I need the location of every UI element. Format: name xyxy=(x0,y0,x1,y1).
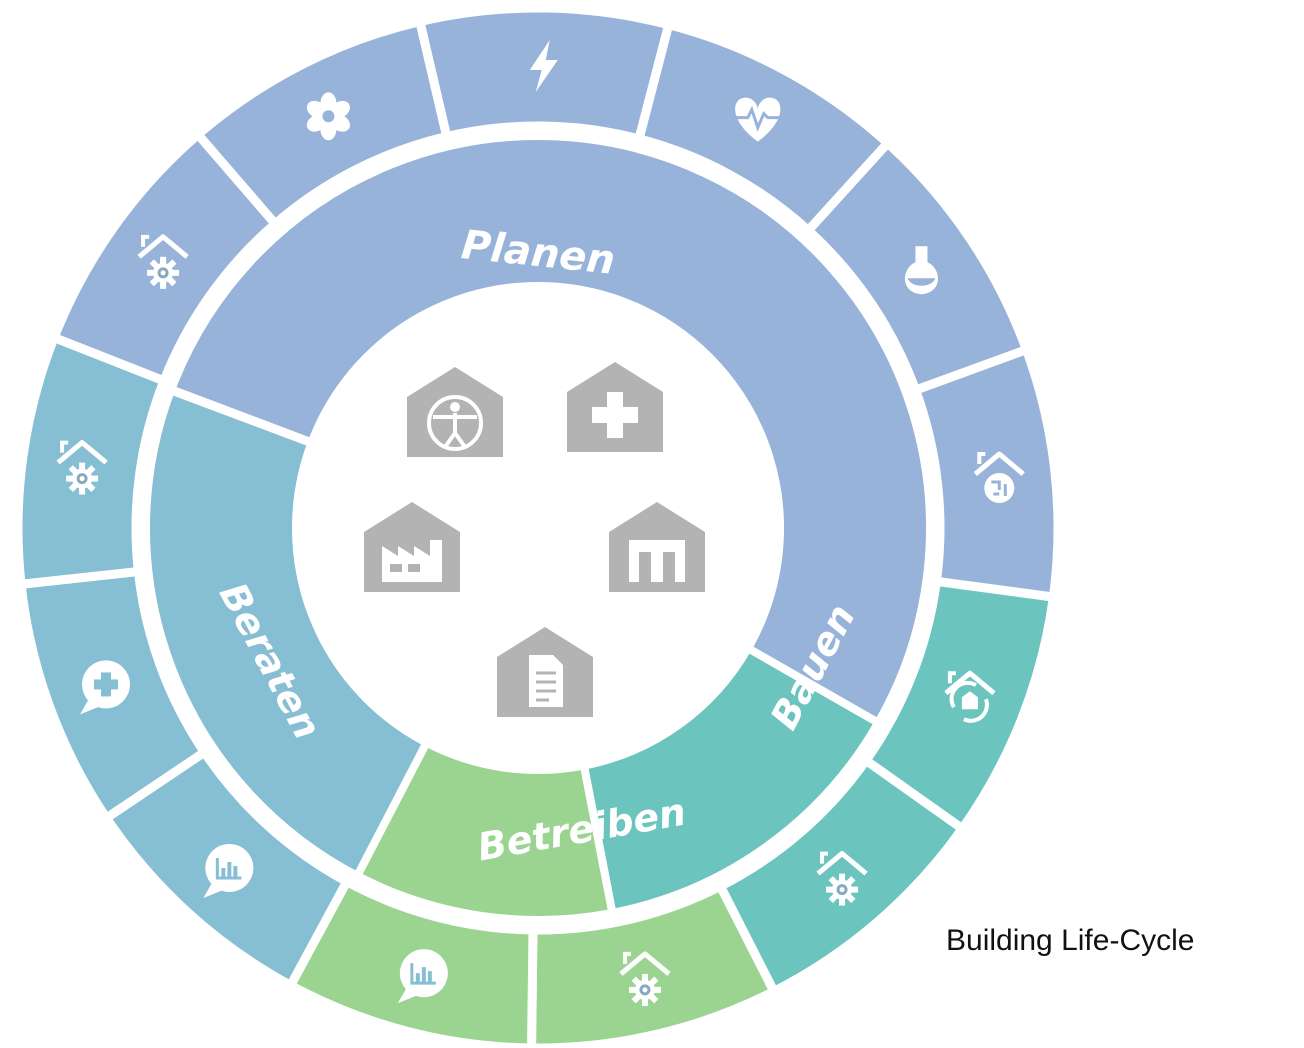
outer-icons xyxy=(56,40,1025,1006)
house-plus-icon xyxy=(567,362,663,452)
house-gear-icon xyxy=(137,234,189,289)
house-gear-icon xyxy=(56,440,108,495)
house-vitruvian-icon xyxy=(407,367,503,457)
heartbeat-icon xyxy=(735,97,781,142)
house-circuit-icon xyxy=(973,451,1025,504)
house-gear-icon xyxy=(619,951,671,1006)
chat-chart-icon xyxy=(203,843,254,898)
flask-icon xyxy=(904,246,939,295)
fan-icon xyxy=(306,92,351,141)
diagram-caption: Building Life-Cycle xyxy=(946,924,1195,957)
ring-gap xyxy=(136,126,940,930)
center-icons xyxy=(364,362,705,717)
house-cycle-icon xyxy=(944,670,996,723)
lightning-icon xyxy=(529,40,558,93)
house-document-icon xyxy=(497,627,593,717)
house-museum-icon xyxy=(609,502,705,592)
house-factory-icon xyxy=(364,502,460,592)
chat-plus-icon xyxy=(80,660,131,715)
chat-chart-icon xyxy=(397,949,448,1004)
house-gear-icon xyxy=(816,851,868,906)
